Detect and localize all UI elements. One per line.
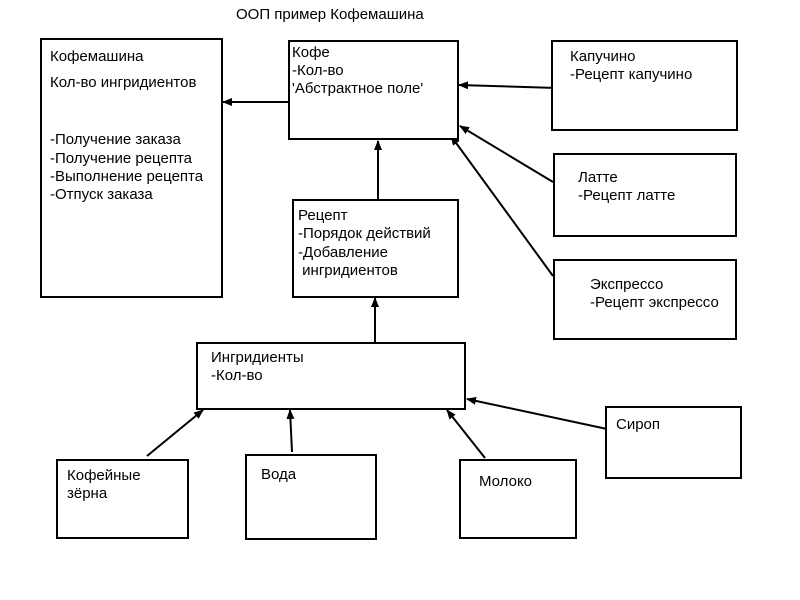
recipe-line: -Порядок действий	[298, 225, 431, 242]
arrow-syrup-to-ingredients	[466, 396, 608, 430]
arrow-water-to-ingredients	[286, 409, 295, 453]
coffee-beans-box	[56, 459, 189, 539]
diagram-title: ООП пример Кофемашина	[236, 6, 424, 23]
ingredients-name: Ингридиенты	[211, 349, 304, 366]
coffee-name: Кофе	[292, 44, 330, 61]
coffee-beans-name: Кофейные	[67, 467, 141, 484]
espresso-name: Экспрессо	[590, 276, 664, 293]
syrup-name: Сироп	[616, 416, 661, 433]
arrow-espresso-to-coffee	[450, 135, 554, 277]
recipe-line: -Добавление	[298, 244, 388, 261]
coffee-field: 'Абстрактное поле'	[292, 80, 424, 97]
coffee-beans-name: зёрна	[67, 485, 108, 502]
cappuccino-recipe: -Рецепт капучино	[570, 66, 693, 83]
espresso-recipe: -Рецепт экспрессо	[590, 294, 719, 311]
arrow-milk-to-ingredients	[446, 409, 486, 459]
latte-name: Латте	[578, 169, 618, 186]
cappuccino-name: Капучино	[570, 48, 636, 65]
coffee-machine-method: -Получение рецепта	[50, 150, 192, 167]
coffee-machine-name: Кофемашина	[50, 48, 144, 65]
milk-box	[459, 459, 577, 539]
recipe-name: Рецепт	[298, 207, 348, 224]
cappuccino-box	[551, 40, 738, 131]
arrow-beans-to-ingredients	[146, 409, 204, 457]
latte-box	[553, 153, 737, 237]
arrow-latte-to-coffee	[459, 125, 554, 183]
milk-name: Молоко	[479, 473, 533, 490]
recipe-line: ингридиентов	[298, 262, 398, 279]
coffee-box	[288, 40, 459, 140]
water-name: Вода	[261, 466, 297, 483]
espresso-box	[553, 259, 737, 340]
coffee-field: -Кол-во	[292, 62, 344, 79]
coffee-machine-field: Кол-во ингридиентов	[50, 74, 197, 91]
water-box	[245, 454, 377, 540]
latte-recipe: -Рецепт латте	[578, 187, 676, 204]
ingredients-field: -Кол-во	[211, 367, 263, 384]
recipe-box	[292, 199, 459, 298]
coffee-machine-method: -Выполнение рецепта	[50, 168, 204, 185]
syrup-box	[605, 406, 742, 479]
coffee-machine-method: -Получение заказа	[50, 131, 181, 148]
coffee-machine-method: -Отпуск заказа	[50, 186, 153, 203]
ingredients-box	[196, 342, 466, 410]
arrow-cappuccino-to-coffee	[458, 81, 558, 90]
coffee-machine-box	[40, 38, 223, 298]
